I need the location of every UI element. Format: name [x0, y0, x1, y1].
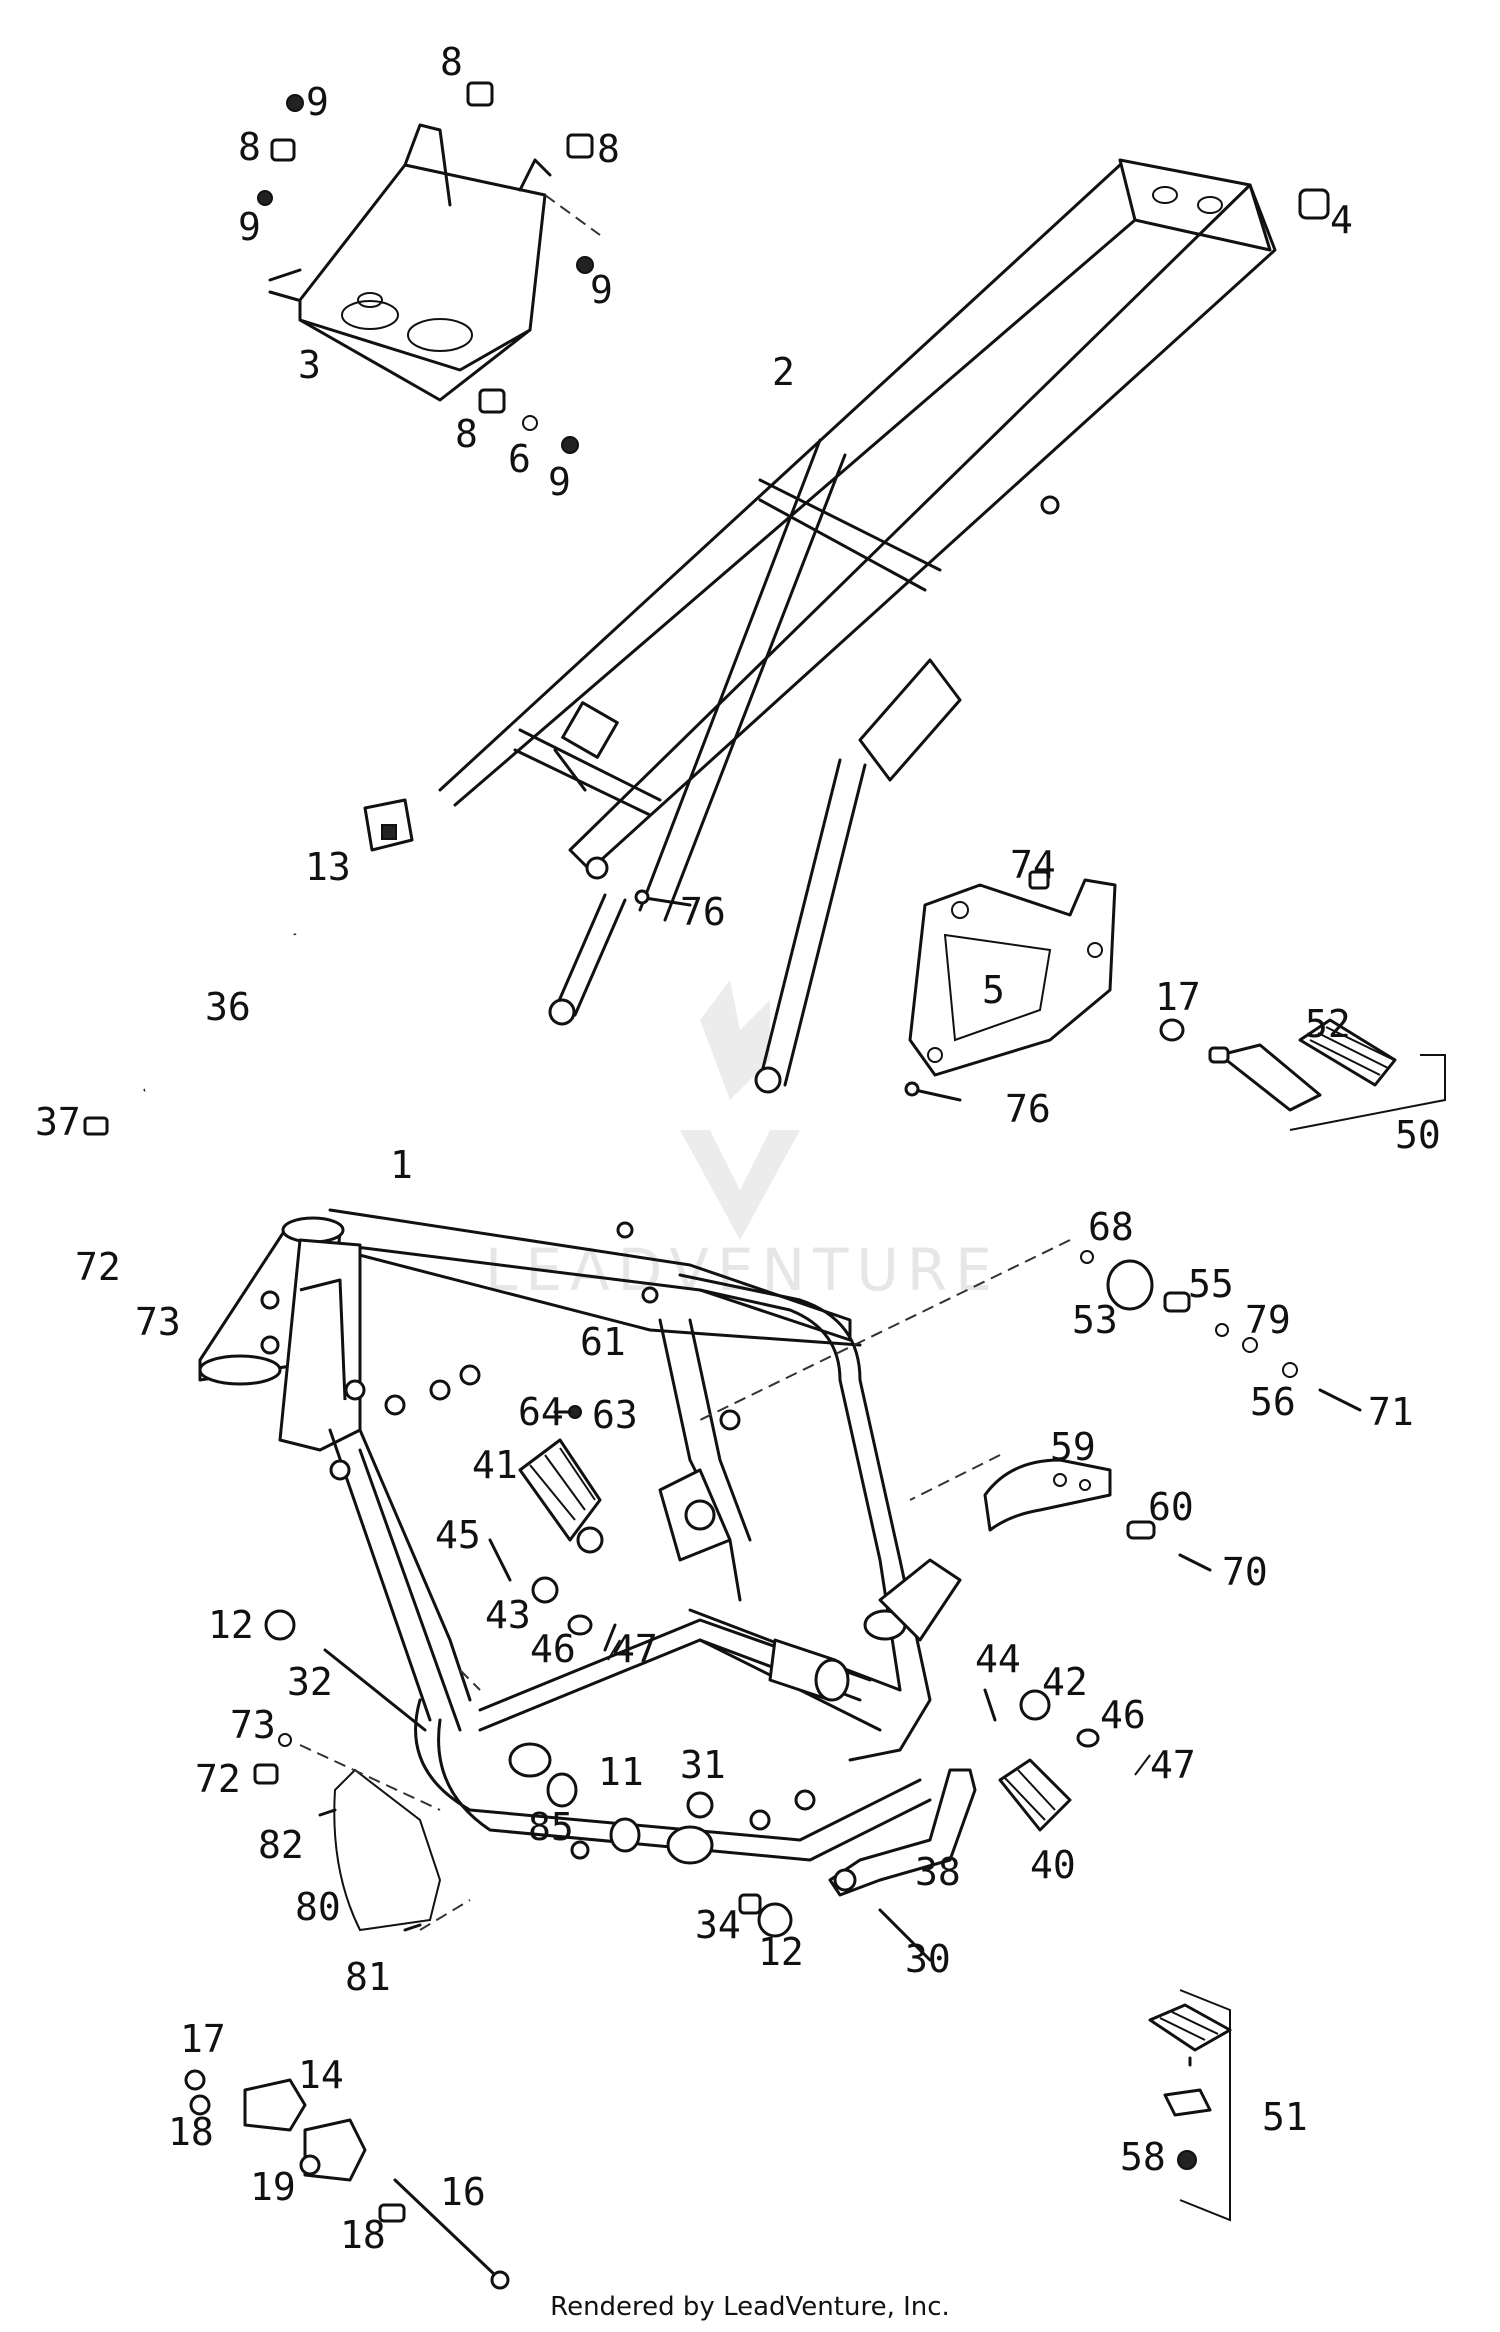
part-label: 1: [390, 1143, 413, 1187]
part-label: 72: [75, 1245, 121, 1289]
part-40-footpeg-right: [828, 1688, 1100, 1962]
part-label: 70: [1222, 1550, 1268, 1594]
part-label: 79: [1245, 1298, 1291, 1342]
part-51-foot-pad: [1148, 1989, 1232, 2222]
footer-credit: Rendered by LeadVenture, Inc.: [550, 2292, 950, 2322]
part-59-brake-arm: [909, 1454, 1212, 1572]
part-13-rubber-block: [363, 798, 414, 852]
part-label: 76: [680, 890, 726, 934]
leader-lines: [459, 1639, 1151, 1776]
part-label: 18: [168, 2110, 214, 2154]
part-label: 44: [975, 1637, 1021, 1681]
part-label: 53: [1072, 1298, 1118, 1342]
part-label: 80: [295, 1885, 341, 1929]
part-label: 46: [530, 1627, 576, 1671]
part-5-side-bracket: [908, 870, 1117, 1077]
part-label: 82: [258, 1823, 304, 1867]
part-label: 55: [1188, 1262, 1234, 1306]
part-label: 8: [455, 412, 478, 456]
part-label: 45: [435, 1513, 481, 1557]
part-label: 2: [772, 350, 795, 394]
part-label: 50: [1395, 1113, 1441, 1157]
part-label: 52: [1305, 1002, 1351, 1046]
part-14-bracket: [184, 2069, 510, 2290]
part-label: 31: [680, 1743, 726, 1787]
part-label: 12: [208, 1603, 254, 1647]
part-label: 71: [1368, 1390, 1414, 1434]
part-label: 85: [528, 1805, 574, 1849]
part-label: 32: [287, 1660, 333, 1704]
part-36-hose: [83, 933, 302, 1136]
part-label: 9: [548, 460, 571, 504]
part-label: 8: [238, 125, 261, 169]
part-label: 17: [1155, 975, 1201, 1019]
part-label: 59: [1050, 1425, 1096, 1469]
part-label: 36: [205, 985, 251, 1029]
part-label: 9: [238, 205, 261, 249]
part-label: 12: [758, 1930, 804, 1974]
part-label: 34: [695, 1903, 741, 1947]
part-label: 47: [612, 1627, 658, 1671]
part-label: 9: [590, 268, 613, 312]
part-3-guard-plate: [268, 123, 601, 402]
part-label: 17: [180, 2017, 226, 2061]
part-label: 14: [298, 2053, 344, 2097]
part-1-main-frame: [198, 1208, 962, 1865]
part-41-footpeg-left: [488, 1405, 617, 1652]
part-label: 16: [440, 2170, 486, 2214]
part-label: 73: [135, 1300, 181, 1344]
part-label: 73: [230, 1703, 276, 1747]
part-label: 9: [306, 80, 329, 124]
part-label: 68: [1088, 1205, 1134, 1249]
part-80-cover-plate: [253, 1733, 471, 1932]
part-label: 13: [305, 845, 351, 889]
part-label: 8: [440, 40, 463, 84]
part-2-rear-subframe: [438, 158, 1277, 1094]
part-labels: 8 9 8 8 9 9 3 8 6 9 4 2 13 76 74 5 17 52…: [35, 40, 1441, 2257]
part-label: 3: [298, 343, 321, 387]
part-label: 42: [1042, 1660, 1088, 1704]
part-label: 43: [485, 1593, 531, 1637]
part-label: 30: [905, 1937, 951, 1981]
part-label: 60: [1148, 1485, 1194, 1529]
part-label: 38: [915, 1850, 961, 1894]
part-50-footrest: [1159, 1018, 1446, 1131]
part-label: 74: [1010, 843, 1056, 887]
part-label: 6: [508, 437, 531, 481]
hardware-group-top: [257, 81, 1330, 454]
part-label: 47: [1150, 1743, 1196, 1787]
part-label: 72: [195, 1757, 241, 1801]
part-label: 81: [345, 1955, 391, 1999]
part-label: 5: [982, 968, 1005, 1012]
part-label: 37: [35, 1100, 81, 1144]
part-label: 18: [340, 2213, 386, 2257]
part-label: 8: [597, 127, 620, 171]
part-label: 76: [1005, 1087, 1051, 1131]
part-label: 58: [1120, 2135, 1166, 2179]
hardware-group-lower: [264, 1609, 793, 1938]
part-label: 51: [1262, 2095, 1308, 2139]
bolts-76: [634, 889, 962, 1102]
part-label: 63: [592, 1393, 638, 1437]
part-label: 19: [250, 2165, 296, 2209]
part-label: 64: [518, 1390, 564, 1434]
part-label: 46: [1100, 1693, 1146, 1737]
hardware-group-right: [699, 1239, 1362, 1421]
part-label: 40: [1030, 1843, 1076, 1887]
part-label: 4: [1330, 198, 1353, 242]
part-label: 61: [580, 1320, 626, 1364]
part-label: 56: [1250, 1380, 1296, 1424]
part-label: 11: [598, 1750, 644, 1794]
part-label: 41: [472, 1443, 518, 1487]
